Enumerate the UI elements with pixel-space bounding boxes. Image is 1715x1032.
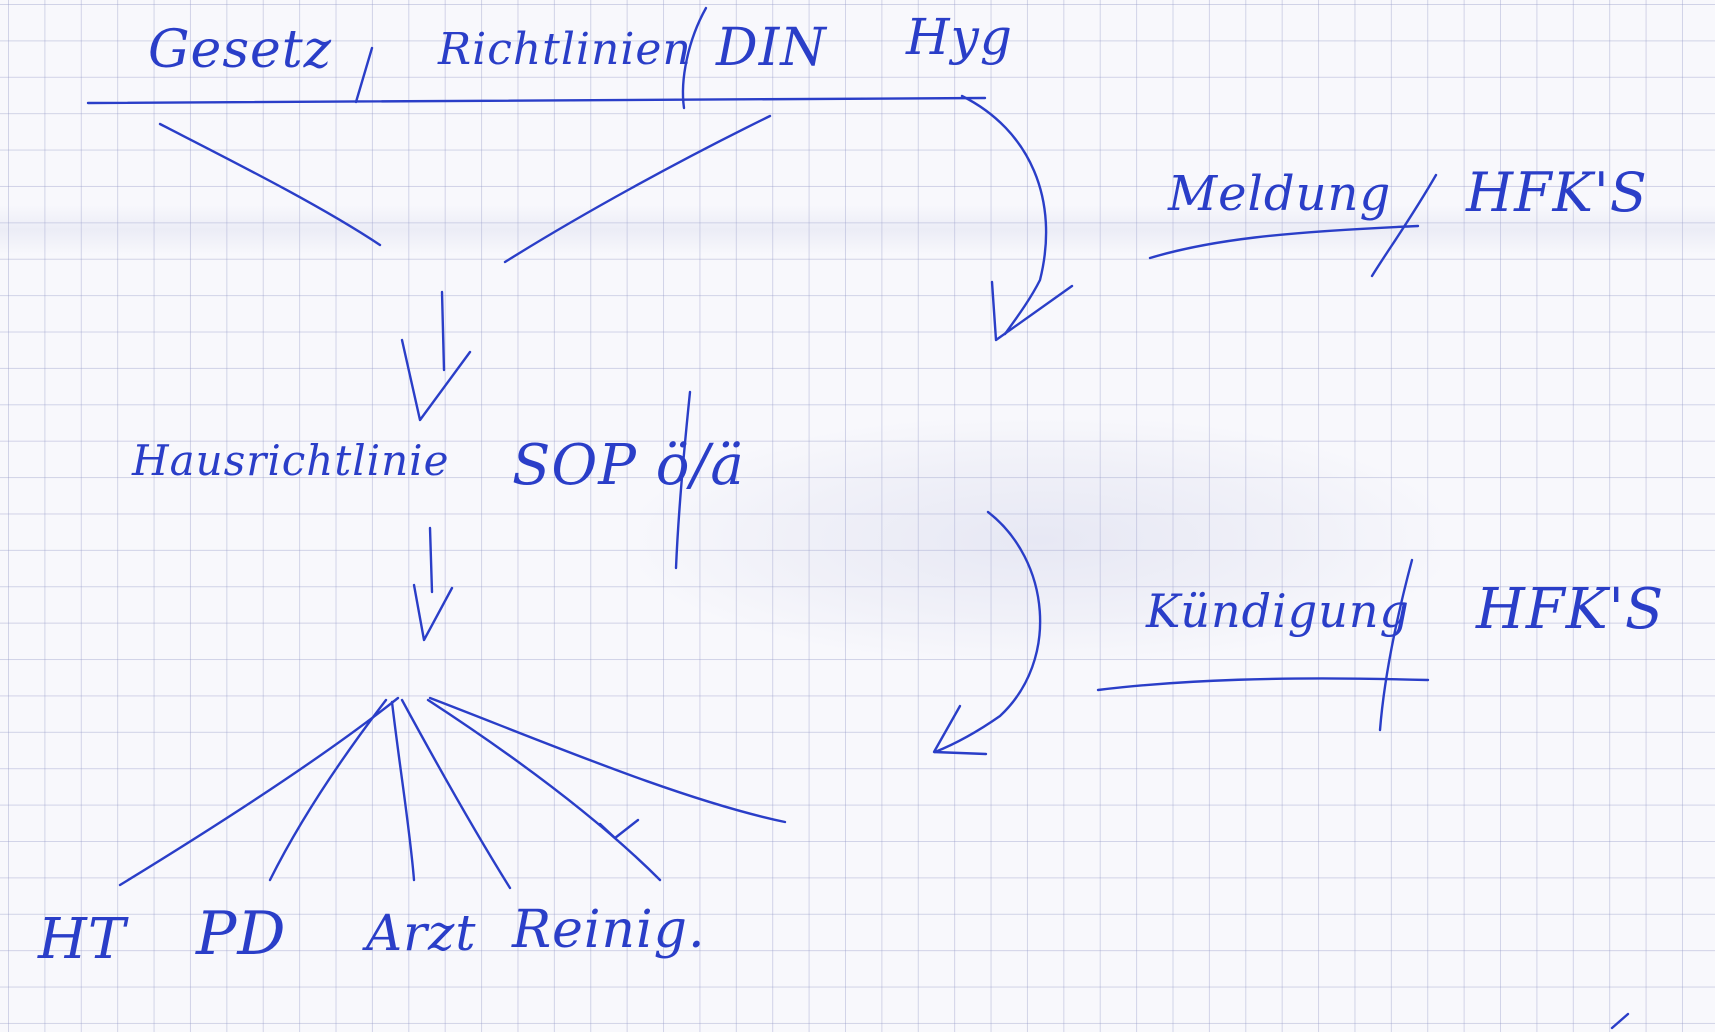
term-richtlinien: Richtlinien: [438, 24, 692, 75]
term-arzt: Arzt: [366, 904, 477, 962]
top-bracket-din: [681, 6, 708, 110]
down-arrow-2-head: [412, 583, 454, 642]
funnel-left-line: [158, 122, 382, 247]
term-hyg: Hyg: [906, 8, 1013, 66]
curve-arrow-upper-head: [990, 280, 1074, 342]
term-sop: SOP ö/ä: [512, 433, 745, 498]
term-hausrichtlinie: Hausrichtlinie: [132, 436, 450, 485]
term-din: DIN: [716, 18, 827, 78]
down-arrow-1-shaft: [440, 290, 446, 372]
fan-line-extra-1: [426, 698, 662, 882]
fan-line-extra-2: [428, 696, 787, 824]
fan-small-hook: [598, 818, 640, 840]
underline-right-upper: [1148, 224, 1420, 260]
right-upper-meldung: Meldung: [1168, 166, 1392, 222]
fan-line-reinig: [400, 698, 512, 890]
funnel-right-line: [503, 114, 772, 264]
right-lower-hfks: HFK'S: [1476, 577, 1665, 642]
underline-right-lower: [1096, 677, 1430, 692]
slash-right-lower: [1378, 558, 1414, 732]
top-slash-1: [354, 46, 374, 104]
right-upper-hfks: HFK'S: [1466, 161, 1648, 224]
term-gesetz: Gesetz: [148, 20, 333, 80]
slash-right-upper: [1370, 173, 1438, 278]
fan-line-ht: [118, 696, 400, 887]
curve-arrow-lower-head: [932, 704, 988, 756]
corner-mark: [1610, 1012, 1630, 1030]
curve-arrow-upper: [960, 94, 1048, 336]
right-lower-kuendigung: Kündigung: [1146, 584, 1410, 638]
curve-arrow-lower: [933, 510, 1042, 754]
term-pd: PD: [196, 899, 287, 969]
fan-line-pd: [268, 698, 388, 882]
top-underline: [86, 96, 987, 105]
fan-line-arzt: [390, 700, 416, 882]
down-arrow-1-head: [400, 338, 472, 422]
term-reinig: Reinig.: [512, 900, 706, 960]
sop-slash: [674, 390, 692, 570]
down-arrow-2-shaft: [428, 526, 434, 594]
paper-fold: [0, 205, 1715, 255]
term-ht: HT: [38, 907, 127, 972]
